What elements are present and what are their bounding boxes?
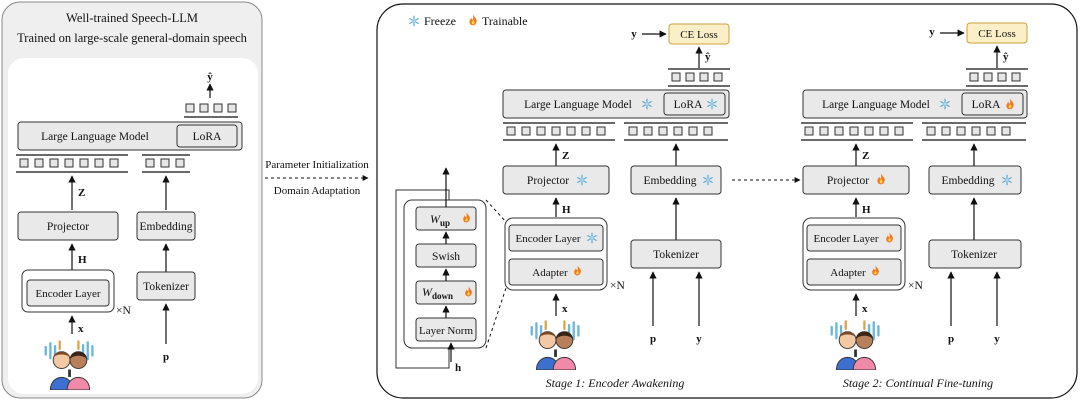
left-projector-box [17, 211, 119, 241]
left-output-tokens [184, 103, 238, 118]
stage2-x-label: x [862, 303, 868, 315]
left-tokenizer-label: Tokenizer [143, 281, 189, 293]
stage1-caption: Stage 1: Encoder Awakening [546, 376, 685, 390]
stage2-z-label: Z [862, 150, 869, 162]
stage1-times-n: ×N [610, 280, 625, 292]
stage2-speech-tokens [801, 122, 913, 141]
stage2-tokenizer-label: Tokenizer [951, 249, 997, 261]
stage1-projector-box [502, 165, 610, 195]
stage2-y-label: y [929, 26, 935, 38]
stage2-llm-label: Large Language Model [822, 99, 930, 111]
stage2-projector-label: Projector [827, 175, 869, 187]
stage1-speech-tokens [503, 122, 615, 141]
stage2-embedding-label: Embedding [941, 175, 994, 187]
stage2-encoder-box [806, 224, 902, 252]
stage1-encoder-label: Encoder Layer [515, 233, 580, 245]
stage1-x-label: x [562, 303, 568, 315]
stage1-encoder-box [508, 224, 604, 252]
stage1-lora-box [663, 92, 726, 116]
left-encoder-label: Encoder Layer [35, 288, 100, 300]
left-panel-title: Well-trained Speech-LLM [66, 11, 198, 25]
zoom-line-top [485, 199, 507, 223]
stage1-embedding-box [630, 165, 722, 195]
stage2-p-label: p [948, 333, 954, 345]
stage1-p-label: p [650, 333, 656, 345]
stage2-adapter-label: Adapter [830, 267, 866, 279]
stage1-adapter-label: Adapter [532, 267, 568, 279]
left-times-n: ×N [116, 305, 131, 317]
left-h-label: H [78, 254, 87, 266]
left-speech-tokens [16, 154, 128, 173]
zoom-line-bottom [485, 287, 507, 349]
stage1-yhat-label: ŷ [705, 51, 711, 63]
adapter-wdown-label: Wdown [422, 285, 453, 301]
stage1-adapter-box [508, 258, 604, 286]
stage2-lora-box [961, 92, 1024, 116]
stage1-lora-label: LoRA [674, 99, 703, 111]
legend-freeze-label: Freeze [424, 14, 456, 28]
left-encoder-box [26, 279, 110, 307]
stage2-h-label: H [862, 204, 871, 216]
left-lora-label: LoRA [193, 131, 222, 143]
stage2-ce-loss-label: CE Loss [978, 28, 1016, 40]
stage2-embedding-box [928, 165, 1022, 195]
stage1-h-label: H [562, 204, 571, 216]
stage2-yhat-label: ŷ [1003, 51, 1009, 63]
left-text-tokens [142, 154, 190, 173]
stage2-projector-box [802, 165, 910, 195]
stage2-y-in-label: y [994, 333, 1000, 345]
adapter-swish-label: Swish [432, 251, 460, 263]
stage2: y CE Loss ŷ Large Language Model LoRA [801, 22, 1028, 390]
stage1: y CE Loss ŷ Large Language Model LoRA [502, 23, 730, 390]
transition-line1: Parameter Initialization [265, 159, 369, 171]
stage2-adapter-box [806, 258, 902, 286]
left-x-label: x [78, 323, 84, 335]
stage1-projector-label: Projector [527, 175, 569, 187]
stage1-llm-label: Large Language Model [524, 99, 632, 111]
transition-line2: Domain Adaptation [274, 185, 361, 197]
stage2-tokenizer-box [928, 239, 1022, 269]
left-lora-box [176, 124, 238, 148]
left-yhat: ŷ [207, 71, 213, 83]
stage2-times-n: ×N [908, 280, 923, 292]
stage2-encoder-label: Encoder Layer [813, 233, 878, 245]
left-embedding-label: Embedding [139, 221, 192, 233]
stage2-caption: Stage 2: Continual Fine-tuning [843, 376, 993, 390]
stage1-y-in-label: y [696, 333, 702, 345]
left-z-label: Z [78, 187, 85, 199]
stage1-y-label: y [631, 28, 637, 40]
stage2-lora-label: LoRA [972, 99, 1001, 111]
left-projector-label: Projector [47, 221, 89, 233]
stage1-tokenizer-label: Tokenizer [653, 249, 699, 261]
left-p-label: p [163, 351, 169, 363]
stage1-z-label: Z [562, 150, 569, 162]
stage1-ce-loss-box [668, 23, 730, 45]
stage1-tokenizer-box [630, 239, 722, 269]
stage2-output-tokens [966, 68, 1028, 87]
stage1-embedding-label: Embedding [643, 175, 696, 187]
left-embedding-box [136, 211, 196, 241]
left-tokenizer-box [136, 271, 196, 301]
legend-trainable-label: Trainable [482, 14, 528, 28]
adapter-layernorm-label: Layer Norm [419, 325, 474, 337]
left-llm-label: Large Language Model [41, 131, 149, 143]
adapter-wup-label: Wup [430, 212, 450, 228]
stage1-text-tokens [624, 122, 728, 141]
stage2-text-tokens [922, 122, 1026, 141]
stage1-ce-loss-label: CE Loss [680, 29, 718, 41]
adapter-h-label: h [455, 362, 461, 374]
stage2-ce-loss-box [966, 22, 1028, 44]
stage1-output-tokens [668, 68, 730, 87]
left-panel-subtitle: Trained on large-scale general-domain sp… [17, 31, 248, 45]
